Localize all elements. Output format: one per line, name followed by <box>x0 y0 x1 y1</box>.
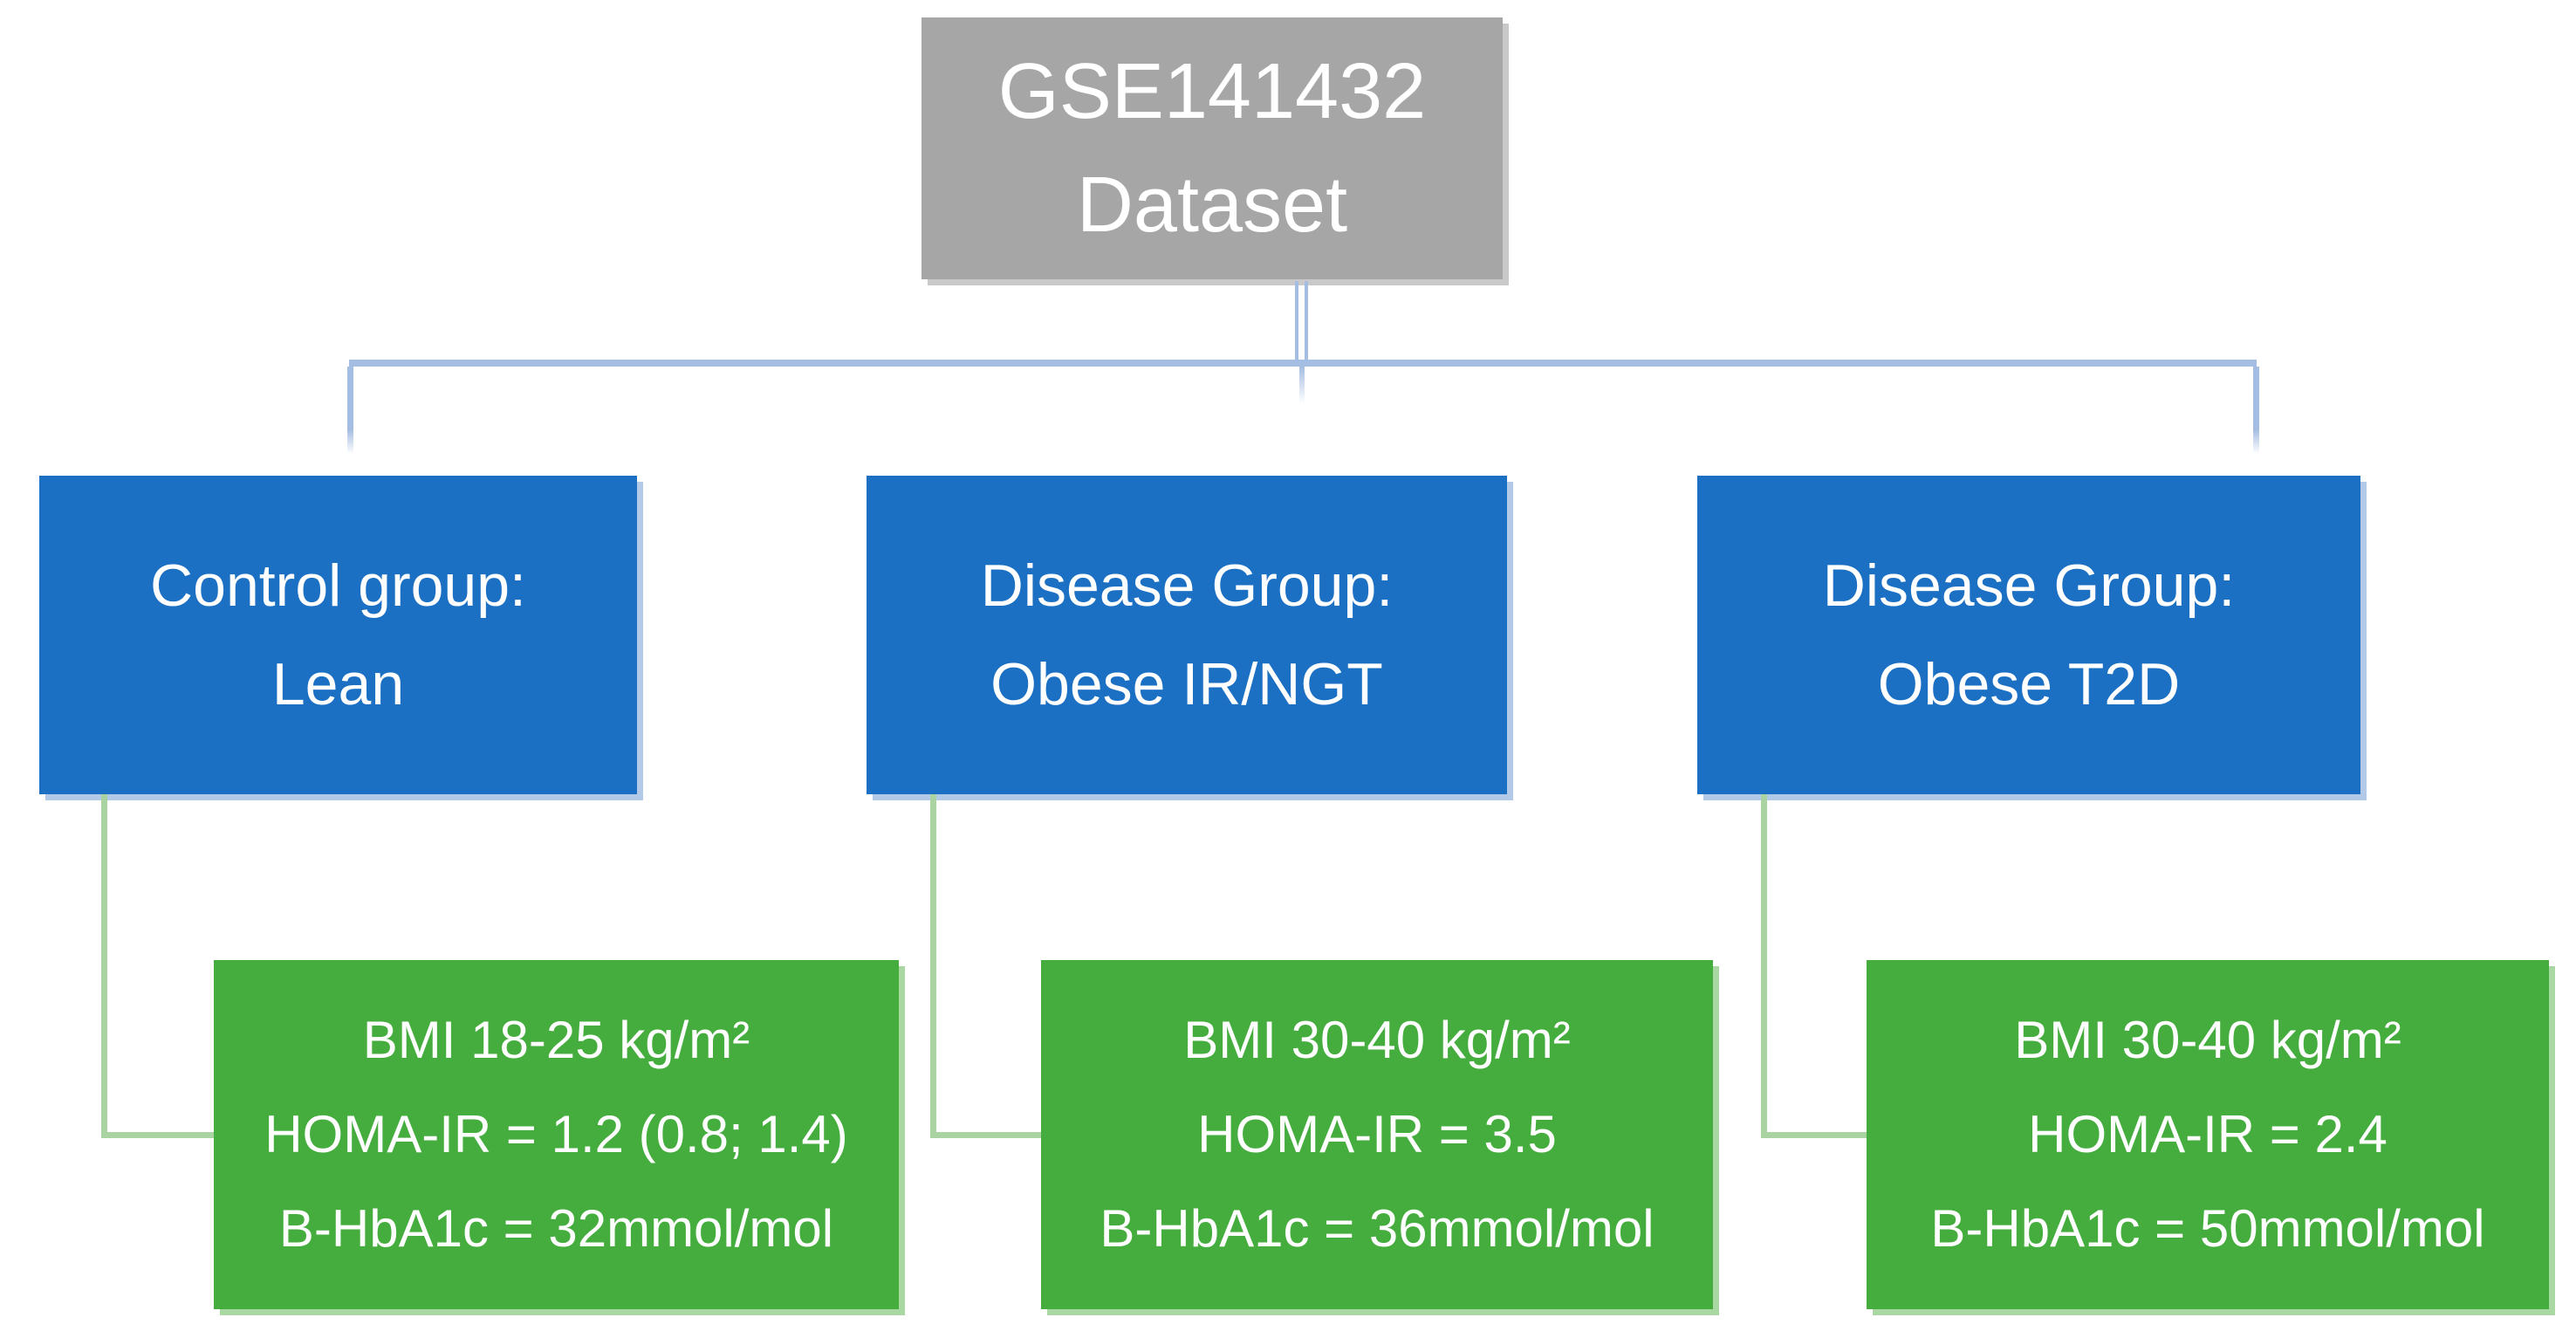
criteria-line-hba1c: B-HbA1c = 36mmol/mol <box>1100 1199 1655 1258</box>
group-label-line1: Disease Group: <box>1822 552 2236 620</box>
criteria-connector-left-elbow <box>101 1132 214 1138</box>
criteria-line-homa-ir: HOMA-IR = 2.4 <box>2028 1105 2388 1163</box>
group-label-line1: Control group: <box>150 552 526 620</box>
criteria-line-bmi: BMI 30-40 kg/m² <box>1183 1011 1571 1069</box>
criteria-line-bmi: BMI 18-25 kg/m² <box>362 1011 750 1069</box>
criteria-line-hba1c: B-HbA1c = 50mmol/mol <box>1930 1199 2485 1258</box>
criteria-connector-middle-elbow <box>930 1132 1041 1138</box>
dataset-stem-double-line <box>1295 281 1308 360</box>
criteria-connector-left-vertical <box>101 794 107 1138</box>
group-label-line2: Obese T2D <box>1877 650 2181 717</box>
tree-drop-left <box>347 367 353 454</box>
criteria-box-obese-ir-ngt: BMI 30-40 kg/m² HOMA-IR = 3.5 B-HbA1c = … <box>1041 960 1713 1309</box>
tree-horizontal-connector <box>349 360 2257 367</box>
criteria-box-control-lean: BMI 18-25 kg/m² HOMA-IR = 1.2 (0.8; 1.4)… <box>214 960 899 1309</box>
dataset-title-line2: Dataset <box>1076 161 1348 249</box>
group-box-obese-t2d: Disease Group: Obese T2D <box>1697 476 2360 794</box>
group-box-obese-ir-ngt: Disease Group: Obese IR/NGT <box>867 476 1507 794</box>
tree-drop-right <box>2253 367 2259 454</box>
criteria-connector-right-elbow <box>1761 1132 1867 1138</box>
group-label-line1: Disease Group: <box>980 552 1394 620</box>
criteria-line-bmi: BMI 30-40 kg/m² <box>2014 1011 2401 1069</box>
tree-drop-center <box>1299 367 1305 403</box>
group-label-line2: Obese IR/NGT <box>990 650 1383 717</box>
criteria-connector-right-vertical <box>1761 794 1767 1138</box>
criteria-line-hba1c: B-HbA1c = 32mmol/mol <box>278 1199 834 1258</box>
dataset-title-line1: GSE141432 <box>997 47 1427 135</box>
criteria-line-homa-ir: HOMA-IR = 3.5 <box>1197 1105 1557 1163</box>
criteria-box-obese-t2d: BMI 30-40 kg/m² HOMA-IR = 2.4 B-HbA1c = … <box>1867 960 2549 1309</box>
criteria-line-homa-ir: HOMA-IR = 1.2 (0.8; 1.4) <box>264 1105 848 1163</box>
group-label-line2: Lean <box>271 650 405 717</box>
group-box-control-lean: Control group: Lean <box>39 476 637 794</box>
dataset-box: GSE141432 Dataset <box>921 17 1503 279</box>
criteria-connector-middle-vertical <box>930 794 936 1138</box>
